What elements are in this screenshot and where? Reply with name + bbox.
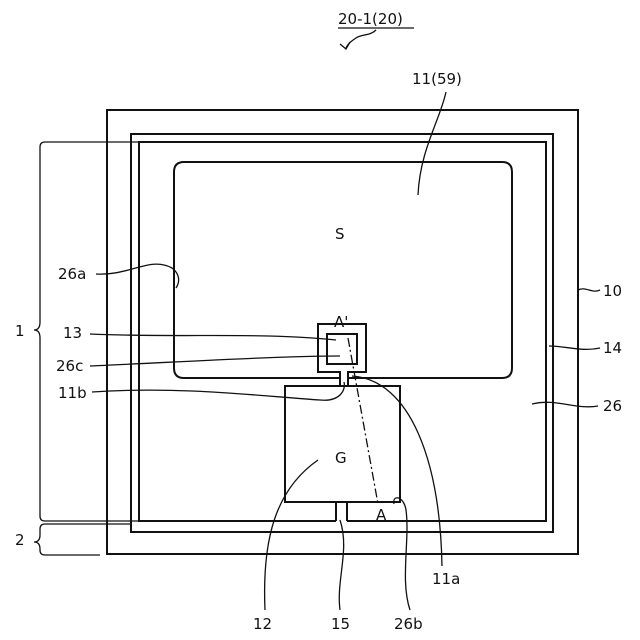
label-2: 2 [15,531,25,549]
gate-region [285,386,400,502]
leader-13 [90,334,336,340]
leader-11b [92,382,344,400]
title-arrowhead [340,42,350,49]
title-arrow [346,30,376,48]
label-26a: 26a [58,265,86,283]
leader-15 [339,520,343,610]
leader-14 [549,346,600,349]
bracket-1 [34,142,140,521]
label-10: 10 [603,282,622,300]
leader-10 [578,289,600,291]
label-11a: 11a [432,570,460,588]
label-14: 14 [603,339,622,357]
label-source: S [335,225,345,243]
label-a: A [376,506,387,524]
label-26b: 26b [394,615,423,633]
label-11b: 11b [58,384,87,402]
bracket-2 [34,524,131,555]
source-region [174,162,512,378]
leader-26 [532,402,598,407]
section-line [348,338,378,504]
label-1: 1 [15,322,25,340]
label-a-prime: A' [334,313,348,331]
outer-frame-10 [107,110,578,554]
leader-26c [90,356,340,366]
leader-26a [96,264,179,288]
label-device: 11(59) [412,70,462,88]
label-gate: G [335,449,347,467]
leader-11a [352,376,442,566]
leader-12 [265,460,318,610]
label-13: 13 [63,324,82,342]
figure-title: 20-1(20) [338,10,403,28]
label-26c: 26c [56,357,83,375]
label-15: 15 [331,615,350,633]
label-12: 12 [253,615,272,633]
leader-11-59 [418,92,446,195]
label-26: 26 [603,397,622,415]
